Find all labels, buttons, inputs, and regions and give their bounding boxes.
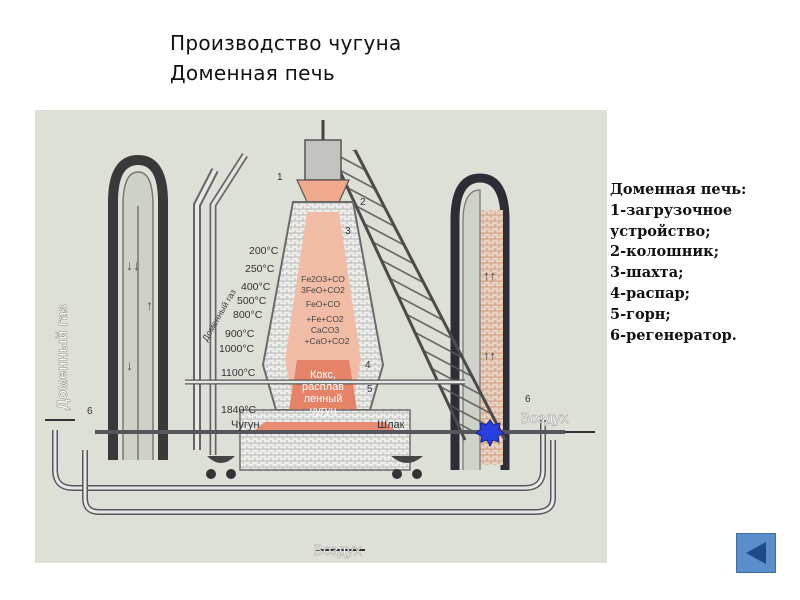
legend-item: 6-регенератор. — [610, 326, 746, 347]
reaction-label: Fe2O3+CO — [301, 274, 345, 284]
temp-label: 1100°С — [221, 367, 256, 379]
legend-item: устройство; — [610, 222, 746, 243]
legend-item: 5-горн; — [610, 305, 746, 326]
legend-heading: Доменная печь: — [610, 180, 746, 201]
air-label-right: Воздух — [520, 410, 569, 427]
temp-label: 800°С — [233, 309, 263, 321]
svg-text:↓: ↓ — [126, 357, 133, 373]
temp-label: 500°С — [237, 295, 267, 307]
triangle-left-icon — [737, 534, 775, 572]
part-number: 6 — [525, 394, 531, 405]
part-number: 1 — [277, 172, 283, 183]
title-line-1: Производство чугуна — [170, 28, 402, 58]
temp-label: 250°С — [245, 263, 275, 275]
core-text-line: ленный — [304, 393, 343, 405]
reaction-label: CaCO3 — [311, 325, 340, 335]
part-number: 6 — [87, 406, 93, 417]
svg-text:↑↑: ↑↑ — [483, 348, 496, 363]
temp-label: 1840°С — [221, 404, 257, 416]
part-number: 5 — [367, 384, 373, 395]
svg-text:↑↑: ↑↑ — [483, 268, 496, 283]
core-text-line: чугун — [310, 405, 337, 417]
blast-furnace-diagram: ↓↓ ↑ ↓ ↑↑ ↑↑ — [35, 110, 607, 563]
gas-label: Доменный газ — [54, 304, 71, 410]
iron-label: Чугун — [231, 419, 259, 431]
reaction-label: +Fe+CO2 — [306, 314, 344, 324]
part-number: 2 — [360, 197, 366, 208]
parts-legend: Доменная печь: 1-загрузочное устройство;… — [610, 180, 746, 346]
reaction-label: +CaO+CO2 — [305, 336, 350, 346]
title-line-2: Доменная печь — [170, 58, 402, 88]
legend-item: 3-шахта; — [610, 263, 746, 284]
reaction-label: FeO+CO — [306, 299, 341, 309]
part-number: 3 — [345, 226, 351, 237]
legend-item: 1-загрузочное — [610, 201, 746, 222]
slide-title: Производство чугуна Доменная печь — [170, 28, 402, 88]
air-label-bottom: Воздух — [313, 542, 362, 559]
svg-text:↑: ↑ — [146, 297, 153, 313]
temp-label: 200°С — [249, 245, 279, 257]
temp-label: 900°С — [225, 328, 255, 340]
slag-label: Шлак — [377, 419, 405, 431]
part-number: 4 — [365, 360, 371, 371]
legend-item: 4-распар; — [610, 284, 746, 305]
reaction-label: 3FeO+CO2 — [301, 285, 345, 295]
temp-label: 1000°С — [219, 343, 255, 355]
core-text-line: расплав — [302, 381, 344, 393]
back-nav-button[interactable] — [736, 533, 776, 573]
temp-label: 400°С — [241, 281, 271, 293]
legend-item: 2-колошник; — [610, 242, 746, 263]
core-text-line: Кокс, — [310, 369, 336, 381]
svg-text:↓↓: ↓↓ — [126, 257, 140, 273]
